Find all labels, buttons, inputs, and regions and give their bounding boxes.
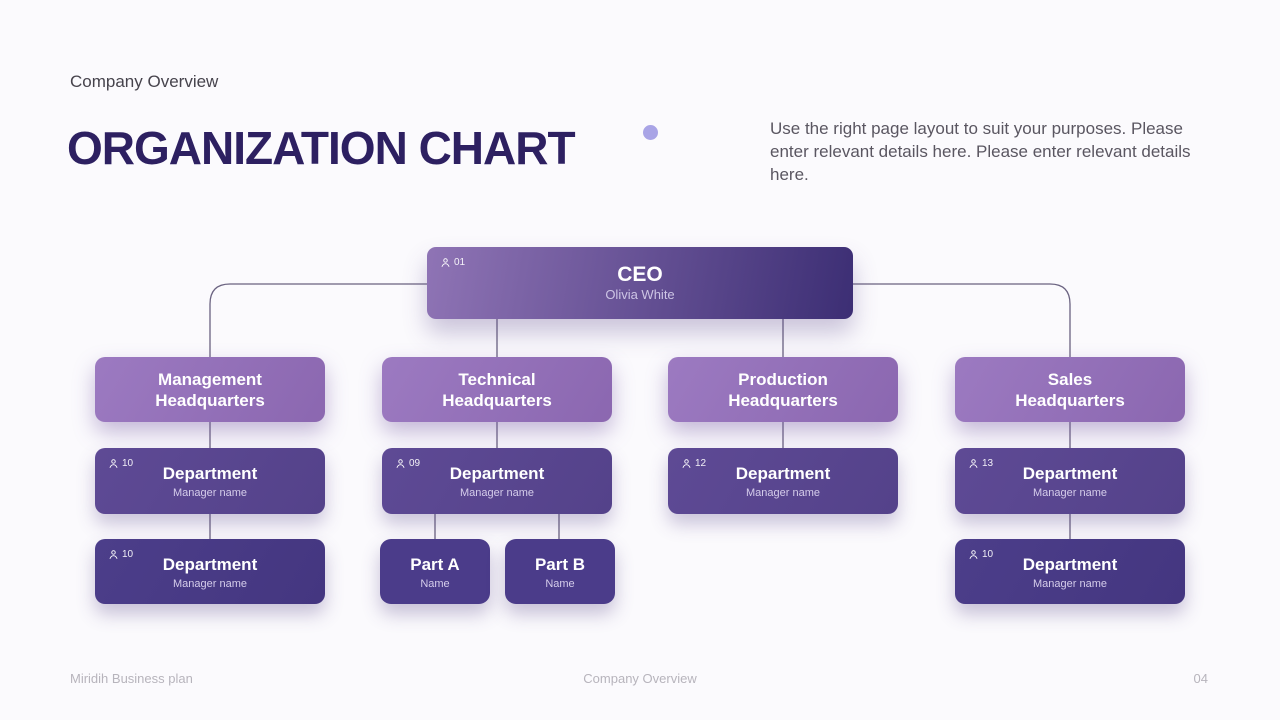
org-node-production-hq: Production Headquarters — [668, 357, 898, 422]
node-title: Department — [449, 464, 545, 483]
slide-eyebrow: Company Overview — [70, 72, 219, 91]
org-node-part-b: Part B Name — [505, 539, 615, 604]
headcount-badge: 10 — [108, 549, 133, 560]
headcount-badge: 09 — [395, 458, 420, 469]
org-node-management-dept-2: 10 Department Manager name — [95, 539, 325, 604]
node-title: CEO — [617, 263, 663, 286]
headcount-badge: 01 — [440, 257, 465, 268]
headcount-value: 01 — [454, 257, 466, 268]
org-node-management-hq: Management Headquarters — [95, 357, 325, 422]
node-title: Technical — [458, 369, 536, 389]
connector-ceo-management — [209, 283, 427, 357]
headcount-badge: 10 — [968, 549, 993, 560]
org-node-technical-hq: Technical Headquarters — [382, 357, 612, 422]
headcount-value: 10 — [122, 549, 134, 560]
node-subtitle: Manager name — [460, 487, 534, 499]
node-subtitle: Manager name — [1033, 577, 1107, 590]
node-title: Department — [1022, 464, 1118, 483]
node-title: Headquarters — [728, 390, 838, 410]
headcount-value: 10 — [122, 458, 134, 469]
node-title: Management — [158, 369, 262, 389]
node-title: Headquarters — [155, 390, 265, 410]
node-title: Part B — [534, 554, 586, 574]
node-title: Headquarters — [1015, 390, 1125, 410]
headcount-badge: 13 — [968, 458, 993, 469]
person-icon — [681, 458, 692, 469]
org-node-sales-hq: Sales Headquarters — [955, 357, 1185, 422]
node-title: Department — [162, 554, 258, 574]
org-node-part-a: Part A Name — [380, 539, 490, 604]
person-icon — [395, 458, 406, 469]
node-subtitle: Name — [420, 577, 450, 590]
headcount-value: 12 — [695, 458, 707, 469]
headcount-value: 13 — [982, 458, 994, 469]
headcount-value: 09 — [409, 458, 421, 469]
node-title: Department — [735, 464, 831, 483]
footer-document-title: Miridih Business plan — [70, 671, 193, 686]
page-number: 04 — [1193, 671, 1208, 686]
page-title: ORGANIZATION CHART — [67, 121, 576, 174]
node-title: Part A — [410, 554, 460, 574]
org-node-management-dept-1: 10 Department Manager name — [95, 448, 325, 514]
slide-description: Use the right page layout to suit your p… — [770, 119, 1191, 184]
node-subtitle: Olivia White — [605, 287, 675, 302]
headcount-badge: 10 — [108, 458, 133, 469]
headcount-badge: 12 — [681, 458, 706, 469]
person-icon — [968, 549, 979, 560]
org-node-technical-dept: 09 Department Manager name — [382, 448, 612, 514]
node-title: Department — [1022, 554, 1118, 574]
person-icon — [968, 458, 979, 469]
node-subtitle: Manager name — [173, 487, 247, 499]
accent-dot — [643, 125, 658, 140]
node-subtitle: Manager name — [746, 487, 820, 499]
node-subtitle: Manager name — [173, 577, 247, 590]
node-subtitle: Name — [545, 577, 575, 590]
node-title: Sales — [1047, 369, 1093, 389]
person-icon — [108, 458, 119, 469]
node-subtitle: Manager name — [1033, 487, 1107, 499]
org-node-sales-dept-2: 10 Department Manager name — [955, 539, 1185, 604]
footer-section-title: Company Overview — [583, 671, 697, 686]
node-title: Department — [162, 464, 258, 483]
org-node-sales-dept-1: 13 Department Manager name — [955, 448, 1185, 514]
headcount-value: 10 — [982, 549, 994, 560]
person-icon — [108, 549, 119, 560]
org-node-production-dept: 12 Department Manager name — [668, 448, 898, 514]
node-title: Headquarters — [442, 390, 552, 410]
org-node-ceo: 01 CEO Olivia White — [427, 247, 853, 319]
person-icon — [440, 257, 451, 268]
node-title: Production — [738, 369, 828, 389]
connector-ceo-sales — [853, 283, 1071, 357]
